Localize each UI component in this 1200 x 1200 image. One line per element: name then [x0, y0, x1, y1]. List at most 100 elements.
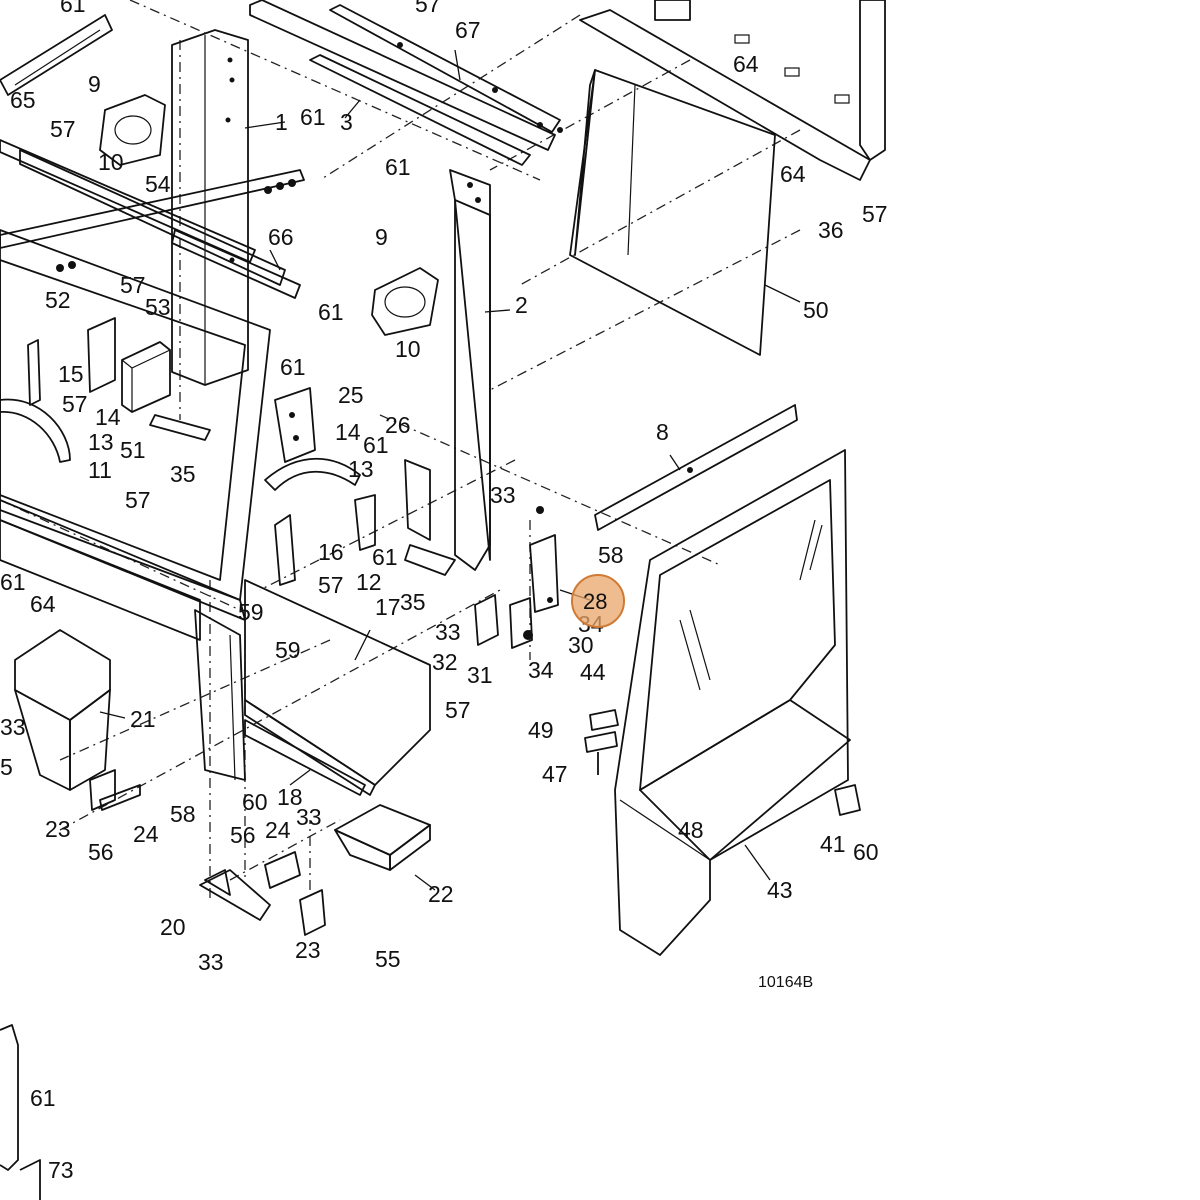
callout-label: 64	[780, 161, 806, 187]
callout-label: 58	[598, 542, 624, 568]
callout-label: 9	[375, 224, 388, 250]
callout-label: 61	[280, 354, 306, 380]
highlight-circle[interactable]	[571, 574, 625, 628]
callout-label: 20	[160, 914, 186, 940]
callout-label: 51	[120, 437, 146, 463]
callout-label: 10	[395, 336, 421, 362]
callout-label: 30	[568, 632, 594, 658]
part-handhold-upper	[99, 94, 166, 166]
figure-code: 10164B	[758, 974, 813, 991]
part-rail-18	[244, 719, 366, 796]
part-bracket-52	[87, 317, 116, 393]
part-handle-15	[27, 339, 41, 406]
callout-label: 57	[318, 572, 344, 598]
callout-label: 60	[242, 789, 268, 815]
callout-label: 61	[30, 1085, 56, 1111]
callout-label: 55	[375, 946, 401, 972]
callout-label: 33	[490, 482, 516, 508]
callout-label: 32	[432, 649, 458, 675]
callout-label: 24	[265, 817, 291, 843]
part-upper-rail-left	[0, 14, 305, 286]
part-rail-36	[579, 0, 886, 181]
part-top-rail-67	[249, 0, 563, 166]
part-grab-bar-14	[0, 398, 361, 491]
part-rear-panel-50	[569, 69, 776, 356]
part-plate-24a	[99, 784, 141, 811]
callout-label: 35	[170, 461, 196, 487]
highlight-marker-28[interactable]: 28	[571, 574, 625, 628]
part-bracket-25	[274, 387, 316, 463]
part-bracket-30	[509, 597, 533, 649]
part-box-53	[121, 341, 171, 413]
part-door-43	[614, 449, 861, 956]
part-lower-post	[194, 609, 246, 781]
callout-label: 57	[862, 201, 888, 227]
callout-label: 22	[428, 881, 454, 907]
callout-label: 5	[0, 754, 13, 780]
callout-label: 50	[803, 297, 829, 323]
callout-label: 57	[125, 487, 151, 513]
callout-label: 65	[10, 87, 36, 113]
callout-label: 61	[385, 154, 411, 180]
part-step-21	[14, 629, 111, 791]
callout-label: 8	[656, 419, 669, 445]
callout-labels: 61 57 67 65 9 57 10 1 61 3 54 61 66 9 10…	[0, 0, 888, 1183]
callout-label: 13	[348, 456, 374, 482]
callout-label: 33	[435, 619, 461, 645]
callout-label: 57	[120, 272, 146, 298]
callout-label: 61	[318, 299, 344, 325]
callout-label: 49	[528, 717, 554, 743]
callout-label: 17	[375, 594, 401, 620]
callout-label: 23	[295, 937, 321, 963]
part-handle-16	[274, 514, 296, 586]
callout-label: 33	[296, 804, 322, 830]
callout-label: 58	[170, 801, 196, 827]
part-panel-17	[244, 579, 431, 796]
callout-label: 36	[818, 217, 844, 243]
callout-label: 15	[58, 361, 84, 387]
callout-label: 33	[0, 714, 26, 740]
part-bracket-12	[354, 494, 376, 551]
callout-label: 11	[88, 457, 112, 483]
callout-label: 24	[133, 821, 159, 847]
callout-label: 33	[198, 949, 224, 975]
callout-label: 18	[277, 784, 303, 810]
callout-label: 61	[363, 432, 389, 458]
callout-label: 61	[60, 0, 86, 17]
callout-label: 59	[238, 599, 264, 625]
part-plate-23b	[299, 889, 326, 936]
callout-label: 34	[528, 657, 554, 683]
callout-label: 73	[48, 1157, 74, 1183]
callout-label: 52	[45, 287, 71, 313]
callout-label: 12	[356, 569, 382, 595]
callout-label: 43	[767, 877, 793, 903]
part-plate-23a	[89, 769, 116, 811]
callout-label: 41	[820, 831, 846, 857]
callout-label: 61	[372, 544, 398, 570]
callout-label: 54	[145, 171, 171, 197]
callout-label: 64	[30, 591, 56, 617]
part-plate-24b	[264, 851, 301, 889]
part-rail-8	[594, 404, 798, 531]
part-hinge-44	[589, 709, 619, 731]
callout-label: 14	[335, 419, 361, 445]
callout-label: 48	[678, 817, 704, 843]
callout-label: 16	[318, 539, 344, 565]
callout-label: 66	[268, 224, 294, 250]
callout-label: 61	[300, 104, 326, 130]
callout-label: 53	[145, 294, 171, 320]
part-bracket-26	[404, 459, 431, 541]
callout-label: 57	[445, 697, 471, 723]
callout-label: 9	[88, 71, 101, 97]
callout-label: 56	[230, 822, 256, 848]
callout-label: 2	[515, 292, 528, 318]
callout-label: 25	[338, 382, 364, 408]
leader-lines	[99, 49, 801, 891]
highlight-label: 28	[583, 589, 607, 614]
callout-label: 21	[130, 706, 156, 732]
callout-label: 3	[340, 109, 353, 135]
callout-label: 57	[50, 116, 76, 142]
callout-label: 61	[0, 569, 26, 595]
callout-label: 56	[88, 839, 114, 865]
